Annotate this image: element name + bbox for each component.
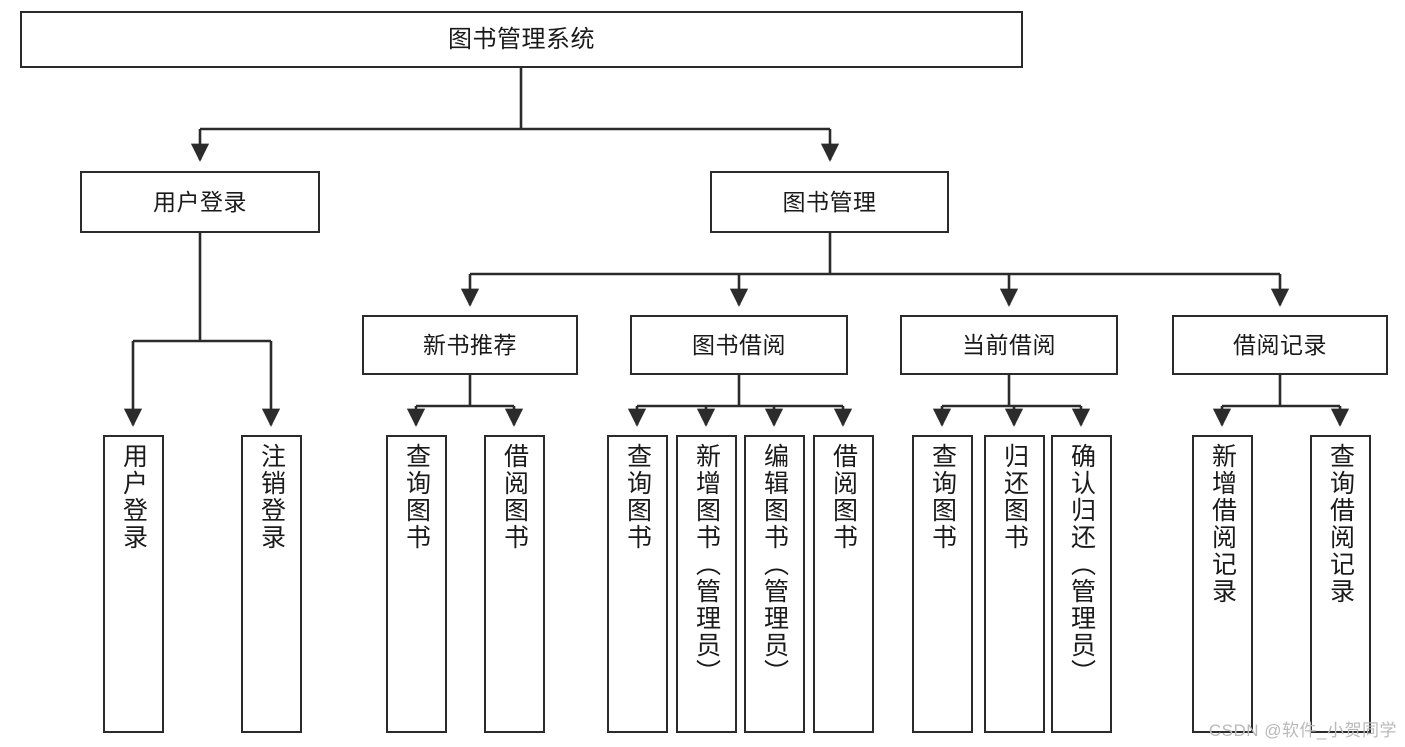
node-label: 查询图书 bbox=[402, 443, 431, 551]
node-leaf-edit-book-admin[interactable]: 编辑图书（管理员） bbox=[744, 435, 805, 733]
node-leaf-query-borrow-record[interactable]: 查询借阅记录 bbox=[1310, 435, 1371, 733]
node-label: 用户登录 bbox=[119, 443, 148, 551]
node-current-borrow[interactable]: 当前借阅 bbox=[900, 315, 1118, 375]
node-leaf-add-borrow-record[interactable]: 新增借阅记录 bbox=[1192, 435, 1253, 733]
node-leaf-user-login[interactable]: 用户登录 bbox=[103, 435, 164, 733]
node-borrow-record[interactable]: 借阅记录 bbox=[1172, 315, 1388, 375]
node-label: 注销登录 bbox=[257, 443, 286, 551]
node-label: 借阅记录 bbox=[1233, 331, 1327, 358]
node-label: 图书管理 bbox=[782, 188, 877, 215]
node-leaf-query-book-newbook[interactable]: 查询图书 bbox=[386, 435, 447, 733]
node-label: 查询图书 bbox=[928, 443, 957, 551]
node-label: 图书管理系统 bbox=[448, 25, 595, 53]
node-book-borrow[interactable]: 图书借阅 bbox=[630, 315, 848, 375]
node-label: 确认归还（管理员） bbox=[1067, 443, 1096, 686]
node-label: 当前借阅 bbox=[962, 331, 1056, 358]
node-user-login[interactable]: 用户登录 bbox=[80, 171, 320, 233]
node-new-book-recommendation[interactable]: 新书推荐 bbox=[362, 315, 578, 375]
node-leaf-add-book-admin[interactable]: 新增图书（管理员） bbox=[676, 435, 737, 733]
node-label: 查询借阅记录 bbox=[1326, 443, 1355, 605]
node-book-management[interactable]: 图书管理 bbox=[710, 171, 949, 233]
node-leaf-query-book-current[interactable]: 查询图书 bbox=[912, 435, 973, 733]
node-leaf-return-book[interactable]: 归还图书 bbox=[984, 435, 1045, 733]
node-leaf-query-book-borrow[interactable]: 查询图书 bbox=[607, 435, 668, 733]
node-label: 归还图书 bbox=[1000, 443, 1029, 551]
node-label: 查询图书 bbox=[623, 443, 652, 551]
node-root-system[interactable]: 图书管理系统 bbox=[20, 11, 1023, 68]
node-label: 用户登录 bbox=[153, 188, 247, 215]
node-leaf-confirm-return-admin[interactable]: 确认归还（管理员） bbox=[1051, 435, 1112, 733]
csdn-watermark: CSDN @软件_小贺同学 bbox=[1208, 721, 1397, 740]
node-label: 新书推荐 bbox=[423, 331, 517, 358]
node-leaf-borrow-book[interactable]: 借阅图书 bbox=[813, 435, 874, 733]
node-label: 借阅图书 bbox=[500, 443, 529, 551]
node-label: 新增借阅记录 bbox=[1208, 443, 1237, 605]
node-label: 新增图书（管理员） bbox=[692, 443, 721, 686]
node-label: 图书借阅 bbox=[692, 331, 786, 358]
node-leaf-logout[interactable]: 注销登录 bbox=[241, 435, 302, 733]
node-leaf-borrow-book-newbook[interactable]: 借阅图书 bbox=[484, 435, 545, 733]
node-label: 借阅图书 bbox=[829, 443, 858, 551]
node-label: 编辑图书（管理员） bbox=[760, 443, 789, 686]
